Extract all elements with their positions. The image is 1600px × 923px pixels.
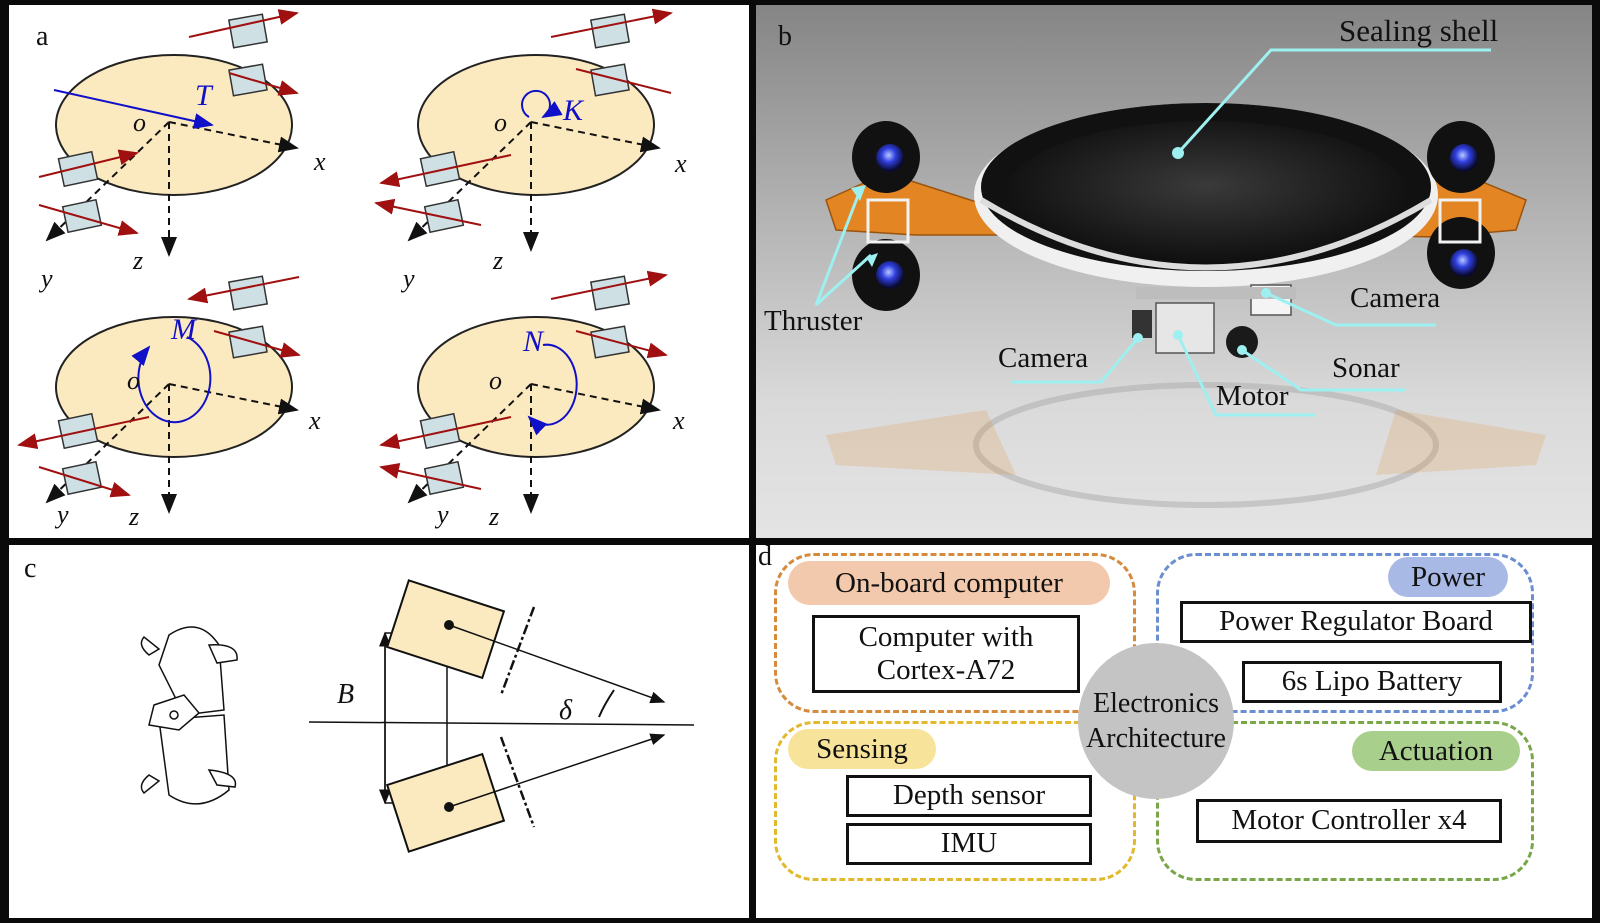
sonar-label: Sonar [1332,352,1400,384]
baseline-B-label: B [337,679,354,710]
z-axis-label: z [128,502,139,531]
x-axis-label: x [313,147,326,176]
power-title: Power [1388,557,1508,597]
origin-label: o [494,108,507,137]
actuation-group [1156,721,1534,881]
lipo-battery-box: 6s Lipo Battery [1242,661,1502,703]
origin-label: o [133,108,146,137]
moment-M-label: M [170,313,198,346]
imu-box: IMU [846,823,1092,865]
panel-a-diagram: T o x y z K o x y z M o x y z N o x y z [17,8,687,531]
panel-d-electronics-architecture: d On-board computer Computer with Cortex… [756,545,1592,918]
x-axis-label: x [308,406,321,435]
thruster-unit [1427,121,1495,289]
robot-top-view-sketch [140,626,238,805]
onboard-computer-group [774,553,1136,713]
quadrant-K [374,8,673,252]
quadrant-M [17,275,301,514]
x-axis-label: x [674,149,687,178]
actuation-title: Actuation [1352,731,1520,771]
panel-a-letter: a [36,21,49,52]
power-group [1156,553,1534,713]
electronics-architecture-hub: Electronics Architecture [1078,643,1234,799]
camera-left-label: Camera [998,342,1088,374]
panel-d-letter: d [758,545,772,572]
panel-c-thruster-geometry: c [9,545,749,918]
quadrant-T [38,9,299,257]
origin-label: o [127,366,140,395]
sealing-shell-label: Sealing shell [1339,13,1498,48]
z-axis-label: z [492,246,503,275]
z-axis-label: z [132,246,143,275]
camera-right-label: Camera [1350,282,1440,314]
onboard-computer-title: On-board computer [788,561,1110,605]
motor-controller-box: Motor Controller x4 [1196,799,1502,843]
panel-c-letter: c [24,553,37,584]
power-regulator-box: Power Regulator Board [1180,601,1532,643]
panel-b-letter: b [778,21,792,52]
y-axis-label: y [400,264,415,293]
angle-delta-label: δ [559,695,573,726]
z-axis-label: z [488,502,499,531]
quadrant-N [379,270,668,514]
thruster-geometry-diagram: B δ [140,579,695,853]
origin-label: o [489,366,502,395]
y-axis-label: y [54,500,69,529]
motor-label: Motor [1216,380,1289,412]
panel-a-thrust-modes: a [9,5,749,538]
sensing-title: Sensing [788,729,936,769]
y-axis-label: y [38,264,53,293]
moment-T-label: T [195,79,214,112]
robot-render: Sealing shell Thruster Camera Camera Son… [764,13,1546,508]
x-axis-label: x [672,406,685,435]
computer-cortex-box: Computer with Cortex-A72 [812,615,1080,693]
depth-sensor-box: Depth sensor [846,775,1092,817]
sensing-group [774,721,1136,881]
moment-N-label: N [522,325,545,358]
panel-b-robot-render: b [756,5,1592,538]
thruster-label: Thruster [764,305,863,337]
y-axis-label: y [434,500,449,529]
moment-K-label: K [562,94,585,127]
